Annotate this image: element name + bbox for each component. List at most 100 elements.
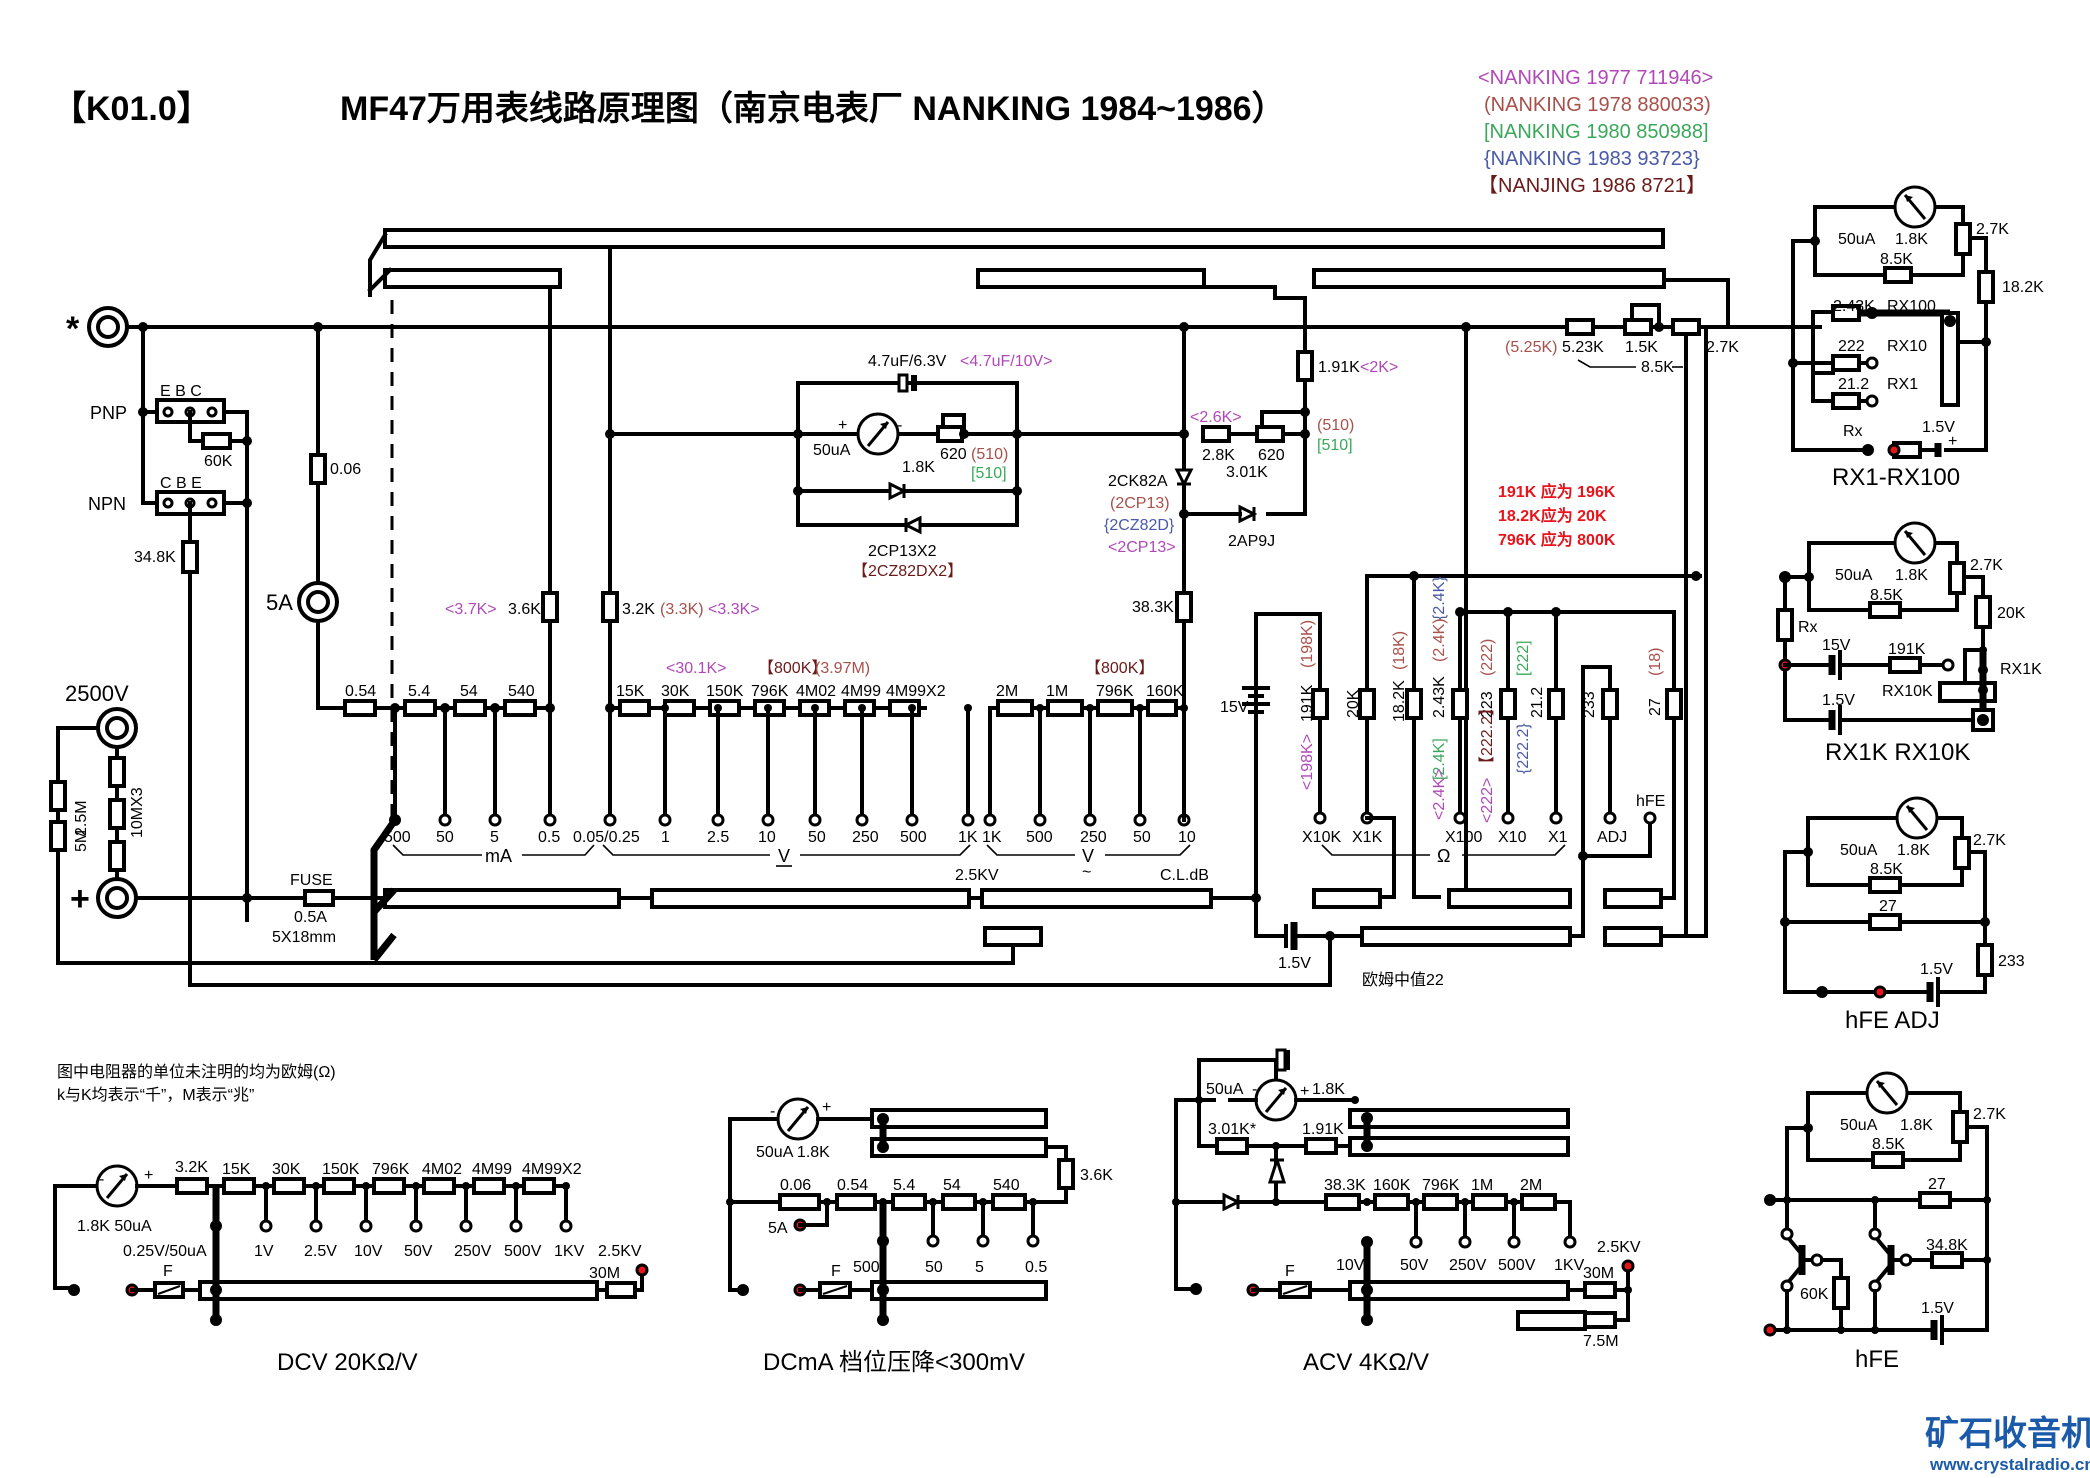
range-contact[interactable]: [658, 813, 672, 827]
range-contact[interactable]: [761, 813, 775, 827]
acv-r75m-label: 7.5M: [1583, 1333, 1619, 1350]
r-38.3k-label: 38.3K: [1132, 599, 1174, 616]
battery-1.5v-label: 1.5V: [1278, 955, 1311, 972]
r-18.2k-alt: (18K): [1391, 631, 1408, 670]
r-3.6k-label: 3.6K: [508, 601, 541, 618]
r-223-alt1: (222): [1479, 639, 1496, 676]
acv-range-label: 1K: [982, 829, 1002, 846]
diode2-label: 2AP9J: [1228, 533, 1275, 550]
battery-15v-label: 15V: [1220, 699, 1249, 716]
range-contact[interactable]: [1083, 813, 1097, 827]
range-contact[interactable]: [983, 813, 997, 827]
svg-text:-: -: [770, 1103, 775, 1120]
ma-shunt-chain: [343, 285, 559, 960]
hfe-r85-label: 8.5K: [1872, 1136, 1905, 1153]
r-2.5m-label: 2.5M: [73, 800, 90, 836]
zero-total-label: 8.5K: [1641, 359, 1674, 376]
adj-r85-label: 8.5K: [1870, 861, 1903, 878]
r-20k-label: 20K: [1345, 689, 1362, 718]
version-legend: <NANKING 1977 711946> (NANKING 1978 8800…: [1478, 67, 1713, 197]
range-contact[interactable]: [1033, 813, 1047, 827]
r-1.91k-label: 1.91K: [1318, 359, 1360, 376]
sub-rx1-rx100: [1788, 185, 1995, 459]
dcv-sub-range-label: 500V: [504, 1243, 542, 1260]
meter-pot-alt1: (510): [971, 446, 1008, 463]
acv-sub-resistor-label: 1M: [1471, 1177, 1493, 1194]
range-contact[interactable]: [711, 813, 725, 827]
range-contact[interactable]: [855, 813, 869, 827]
dcv-sub-range-label: 1V: [254, 1243, 274, 1260]
dcv-resistor-label: 796K: [751, 683, 789, 700]
rx1-title: RX1-RX100: [1832, 464, 1960, 491]
dcv-sub-range-label: 2.5V: [304, 1243, 337, 1260]
acv-r301-label: 3.01K*: [1208, 1121, 1256, 1138]
dcv-sub-resistor-label: 150K: [322, 1161, 360, 1178]
acv-sub-range-label: 50V: [1400, 1257, 1429, 1274]
kv25-label: 2.5KV: [955, 867, 999, 884]
com-jack[interactable]: [87, 306, 129, 348]
rx1k-rx1k-label: RX1K: [2000, 661, 2042, 678]
rx1k-rx-label: Rx: [1798, 619, 1818, 636]
acv-sub-range-label: 250V: [1449, 1257, 1487, 1274]
r-233-label: 233: [1581, 691, 1598, 718]
meter-pot-alt2: [510]: [971, 465, 1007, 482]
acv-796k-alt: 【800K】: [1085, 660, 1154, 677]
hfe-r18-label: 1.8K: [1900, 1117, 1933, 1134]
2500v-label: 2500V: [65, 681, 129, 706]
svg-text:-: -: [1252, 1081, 1257, 1098]
rx1k-b1-label: 1.5V: [1822, 692, 1855, 709]
dcma-bottom: [793, 1200, 1048, 1326]
range-contact[interactable]: [603, 813, 617, 827]
dcv-resistor-label: 150K: [706, 683, 744, 700]
site-url[interactable]: www.crystalradio.cn: [1929, 1455, 2090, 1474]
rx1k-r191-label: 191K: [1888, 641, 1926, 658]
5a-jack[interactable]: [297, 581, 339, 623]
hfe-r348-label: 34.8K: [1926, 1237, 1968, 1254]
dcv-range-label: 10: [758, 829, 776, 846]
rx1-meter-label: 50uA: [1838, 231, 1876, 248]
com-label: *: [66, 310, 80, 348]
rx1k-r27-label: 2.7K: [1970, 557, 2003, 574]
ohm-unit: Ω: [1437, 846, 1450, 866]
ma-range-label: 500: [384, 829, 411, 846]
dcv-sub-resistor-label: 15K: [222, 1161, 251, 1178]
sub-acv: [1172, 1048, 1635, 1331]
range-contact[interactable]: [961, 813, 975, 827]
note-2: k与K均表示“千”，M表示“兆”: [57, 1086, 254, 1104]
acv-range-label: 250: [1080, 829, 1107, 846]
dcv-fuse-label: F: [163, 1263, 173, 1280]
resistor: [663, 699, 696, 717]
r-5.23k-label: 5.23K: [1562, 339, 1604, 356]
dcv-sub-range-label: 250V: [454, 1243, 492, 1260]
2500v-jack[interactable]: [96, 707, 138, 749]
hfe-b-label: 1.5V: [1921, 1300, 1954, 1317]
version-1977: <NANKING 1977 711946>: [1478, 67, 1713, 89]
range-contact[interactable]: [808, 813, 822, 827]
acv-title: ACV 4KΩ/V: [1303, 1349, 1429, 1376]
range-contact[interactable]: [1133, 813, 1147, 827]
resistor: [1146, 699, 1178, 717]
r-223-alt3: 【222.2】: [1479, 700, 1496, 772]
sub-rx1k: [1776, 521, 1997, 735]
sub-hfe-adj: [1780, 796, 1994, 1007]
rx1-r243-label: 2.43K: [1833, 298, 1875, 315]
version-1978: (NANKING 1978 880033): [1484, 94, 1711, 116]
rx1-r222-label: 222: [1838, 338, 1865, 355]
transistor-sockets[interactable]: [138, 325, 1332, 987]
r-796k-alt1: 【800K】: [758, 660, 827, 677]
ohm-range-label: X10: [1498, 829, 1527, 846]
rx1-r27-label: 2.7K: [1976, 221, 2009, 238]
plus-jack[interactable]: [96, 877, 138, 919]
dcv-range-label: 250: [852, 829, 879, 846]
hv-resistors: [49, 726, 126, 965]
range-contact[interactable]: [905, 813, 919, 827]
ac-pot-label: 620: [1258, 447, 1285, 464]
r-27-alt: (18): [1647, 648, 1664, 676]
rx1k-title: RX1K RX10K: [1825, 739, 1970, 766]
ohm-range-label: X1K: [1352, 829, 1383, 846]
acv-range-label: 50: [1133, 829, 1151, 846]
ac-rectifier: [1174, 285, 1314, 822]
